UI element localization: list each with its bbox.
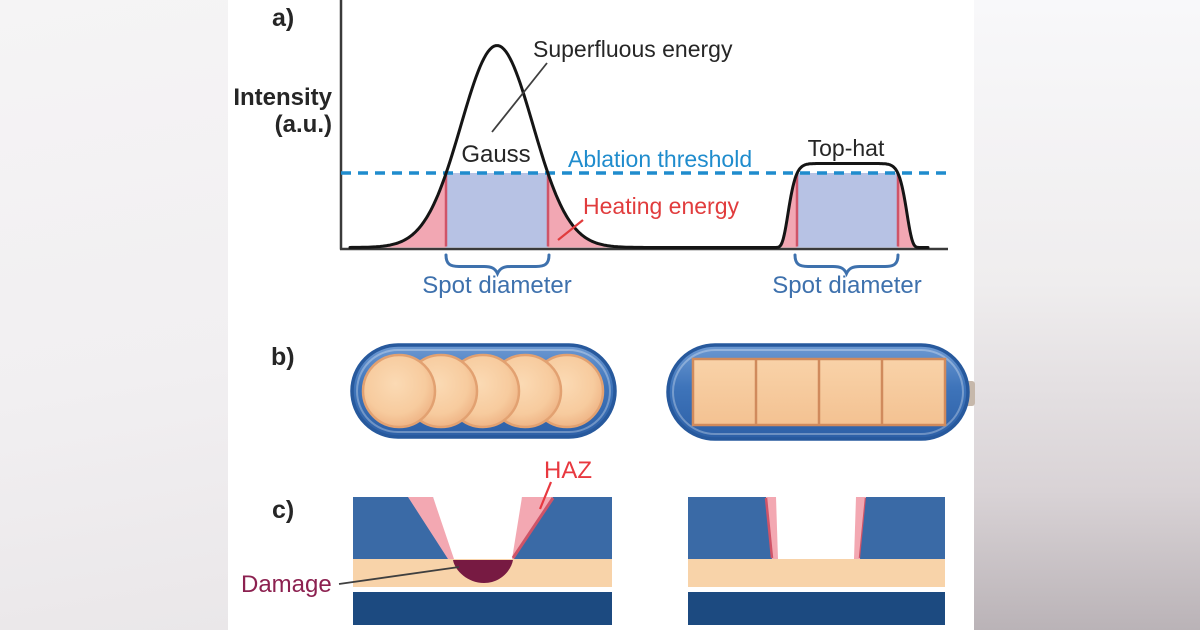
- gauss-spot-circle: [361, 353, 437, 429]
- gauss-cross-section: [353, 497, 612, 625]
- tophat-pill-highlight: [672, 349, 964, 435]
- spot-diameter-brace-right: [793, 253, 900, 278]
- haz-sliver-right: [854, 497, 866, 559]
- haz-wedge-left: [408, 497, 456, 559]
- haz-leader-line: [538, 481, 553, 510]
- ablation-threshold-label: Ablation threshold: [568, 146, 752, 172]
- haz-label: HAZ: [544, 457, 592, 484]
- panel-c-cross-sections: c) HAZ Damage: [241, 457, 945, 625]
- damage-label: Damage: [241, 571, 332, 598]
- background-gradient-left: [0, 0, 228, 630]
- ablated-groove: [433, 497, 522, 559]
- gauss-curve: [348, 44, 724, 249]
- tophat-curve: [716, 162, 930, 249]
- gauss-heating-fill-left: [379, 176, 446, 248]
- haz-sliver-left: [766, 497, 778, 559]
- haz-wedge-right: [506, 497, 553, 559]
- haz-boundary-line-left: [764, 497, 774, 559]
- top-blue-layer-right: [860, 497, 945, 559]
- panel-b-spot-overlap: b): [271, 343, 975, 441]
- heating-energy-label: Heating energy: [583, 193, 739, 219]
- superfluous-leader-line: [491, 62, 548, 133]
- tophat-label: Top-hat: [808, 135, 885, 161]
- haz-boundary-line: [511, 497, 555, 559]
- peach-layer: [688, 559, 945, 587]
- tophat-cross-section: [688, 497, 945, 625]
- navy-substrate: [353, 592, 612, 625]
- spot-diameter-label-left: Spot diameter: [422, 272, 571, 299]
- panel-a-plot: a) Intensity (a.u.) Superfluous energy G…: [233, 0, 948, 299]
- tophat-spot-fill: [797, 173, 898, 248]
- damage-region: [453, 560, 513, 583]
- spot-diameter-label-right: Spot diameter: [772, 272, 921, 299]
- panel-b-label: b): [271, 343, 295, 371]
- heating-leader-line: [557, 219, 584, 241]
- navy-substrate: [688, 592, 945, 625]
- spot-diameter-brace-left: [444, 253, 551, 278]
- superfluous-energy-label: Superfluous energy: [533, 36, 733, 62]
- gauss-spot-fill: [446, 173, 548, 248]
- gauss-heating-fill-right: [548, 173, 629, 248]
- gauss-pill-highlight: [356, 349, 611, 433]
- gauss-label: Gauss: [461, 141, 530, 168]
- panel-c-label: c): [272, 496, 294, 524]
- y-axis-label-line2: (a.u.): [275, 111, 332, 138]
- gauss-spot-circles: [361, 353, 605, 429]
- damage-leader-line: [338, 566, 460, 585]
- top-blue-layer-left: [688, 497, 772, 559]
- panel-a-label: a): [272, 4, 294, 32]
- y-axis-label-line1: Intensity: [233, 84, 332, 111]
- tophat-spot-segments: [691, 357, 947, 427]
